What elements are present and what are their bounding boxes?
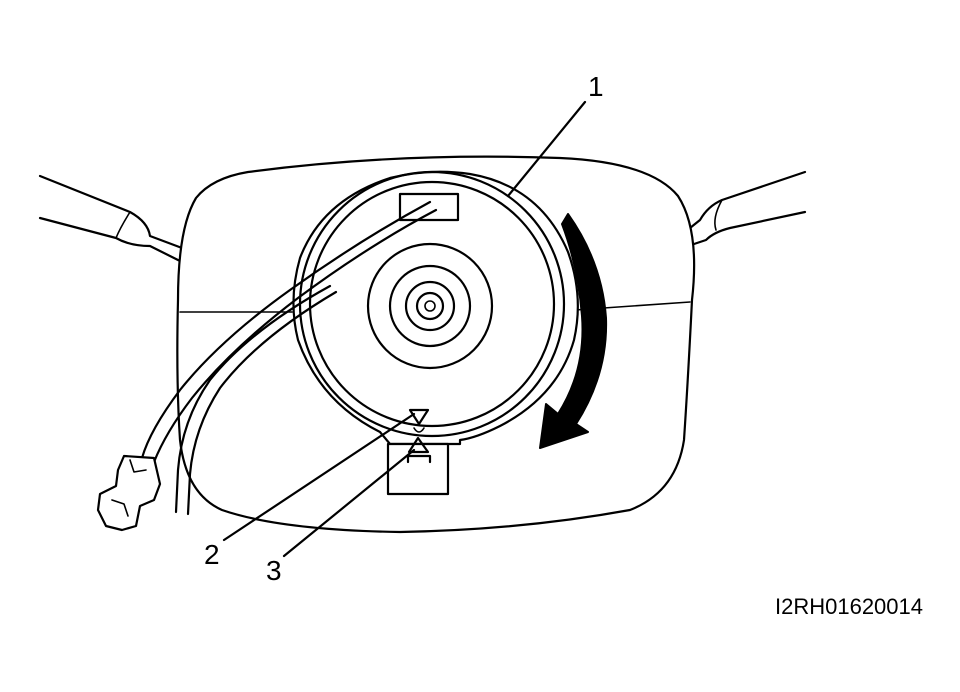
wire-connector <box>96 454 162 532</box>
left-spoke <box>38 174 184 264</box>
right-spoke <box>688 170 807 246</box>
center-mark-coil <box>408 408 430 426</box>
leader-lines <box>222 100 587 558</box>
callout-2: 2 <box>204 539 220 570</box>
callout-3: 3 <box>266 555 282 586</box>
rotation-arrow-icon <box>539 213 608 449</box>
wire-harness <box>140 200 438 516</box>
callout-1: 1 <box>588 71 604 102</box>
figure-code: I2RH01620014 <box>775 594 923 619</box>
alignment-tab <box>386 408 450 496</box>
center-mark-case <box>407 436 430 454</box>
